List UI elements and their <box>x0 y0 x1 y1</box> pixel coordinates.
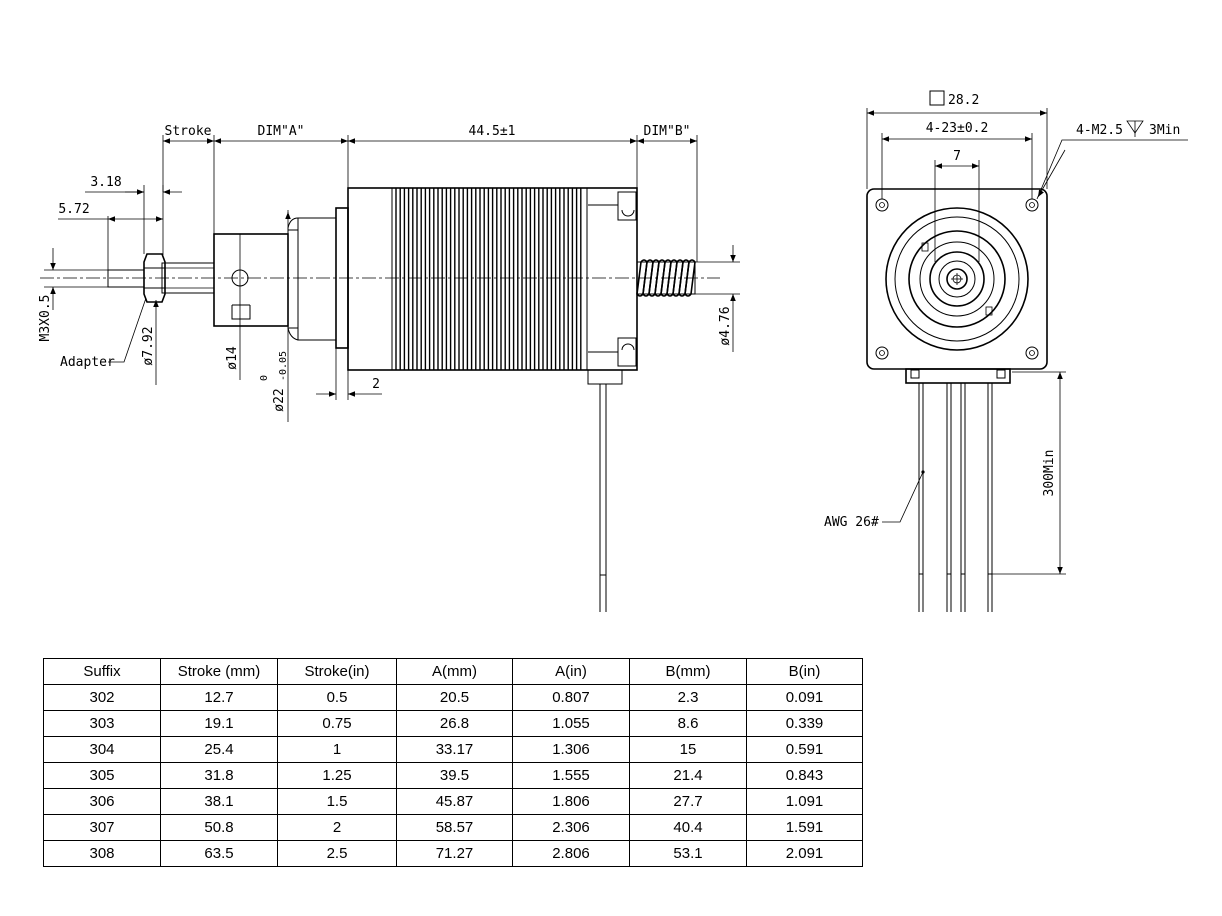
boss-dim-label: 7 <box>953 149 961 164</box>
lead-screw-thread <box>636 259 696 297</box>
table-cell: 8.6 <box>629 710 747 737</box>
col-suffix: Suffix <box>43 658 161 685</box>
mount-hole-tl <box>875 198 889 212</box>
col-a-mm: A(mm) <box>396 658 513 685</box>
table-cell: 1.055 <box>512 710 630 737</box>
dim-length-label: 44.5±1 <box>469 124 516 139</box>
dim-572-label: 5.72 <box>58 202 89 217</box>
table-cell: 0.843 <box>746 762 863 789</box>
table-cell: 308 <box>43 840 161 867</box>
table-cell: 0.5 <box>277 684 397 711</box>
table-cell: 38.1 <box>160 788 278 815</box>
dia-792-label: ø7.92 <box>141 326 156 365</box>
col-stroke-mm: Stroke (mm) <box>160 658 278 685</box>
table-cell: 0.591 <box>746 736 863 763</box>
table-cell: 20.5 <box>396 684 513 711</box>
table-cell: 307 <box>43 814 161 841</box>
mount-holes-label: 4-M2.5 <box>1076 123 1123 138</box>
table-cell: 1.091 <box>746 788 863 815</box>
table-cell: 33.17 <box>396 736 513 763</box>
col-a-in: A(in) <box>512 658 630 685</box>
dia-22-label: ø22 <box>272 388 287 411</box>
table-cell: 40.4 <box>629 814 747 841</box>
table-header-row: Suffix Stroke (mm) Stroke(in) A(mm) A(in… <box>43 658 863 685</box>
table-cell: 21.4 <box>629 762 747 789</box>
side-view: Stroke DIM"A" 44.5±1 DIM"B" 3.18 5.72 M3… <box>38 124 740 612</box>
square-dim-label: 28.2 <box>948 93 979 108</box>
wire-gauge-label: AWG 26# <box>824 515 879 530</box>
table-cell: 302 <box>43 684 161 711</box>
dim-318-label: 3.18 <box>90 175 121 190</box>
table-cell: 0.091 <box>746 684 863 711</box>
col-stroke-in: Stroke(in) <box>277 658 397 685</box>
table-cell: 0.75 <box>277 710 397 737</box>
hole-spacing-label: 4-23±0.2 <box>926 121 989 136</box>
table-cell: 2.806 <box>512 840 630 867</box>
mount-depth-label: 3Min <box>1149 123 1180 138</box>
table-cell: 31.8 <box>160 762 278 789</box>
table-cell: 63.5 <box>160 840 278 867</box>
lead-wires <box>918 383 993 612</box>
dim-2-label: 2 <box>372 377 380 392</box>
table-cell: 15 <box>629 736 747 763</box>
dim-b-label: DIM"B" <box>644 124 691 139</box>
dia-22-tol-lower: -0.05 <box>278 351 289 381</box>
dia-22-tol-upper: 0 <box>259 375 270 381</box>
table-cell: 26.8 <box>396 710 513 737</box>
front-view: 28.2 4-23±0.2 7 4-M2.5 3Min AWG 26# 300M… <box>824 90 1188 612</box>
col-b-mm: B(mm) <box>629 658 747 685</box>
adapter-label: Adapter <box>60 355 115 370</box>
table-cell: 305 <box>43 762 161 789</box>
table-cell: 50.8 <box>160 814 278 841</box>
table-cell: 304 <box>43 736 161 763</box>
table-cell: 306 <box>43 788 161 815</box>
col-b-in: B(in) <box>746 658 863 685</box>
table-cell: 19.1 <box>160 710 278 737</box>
motor-fins <box>395 188 582 370</box>
table-cell: 1.555 <box>512 762 630 789</box>
table-cell: 1 <box>277 736 397 763</box>
table-cell: 2 <box>277 814 397 841</box>
table-cell: 1.25 <box>277 762 397 789</box>
table-cell: 71.27 <box>396 840 513 867</box>
mount-hole-bl <box>875 346 889 360</box>
thread-m3-label: M3X0.5 <box>38 295 53 342</box>
table-cell: 1.806 <box>512 788 630 815</box>
table-cell: 12.7 <box>160 684 278 711</box>
table-cell: 2.5 <box>277 840 397 867</box>
table-cell: 45.87 <box>396 788 513 815</box>
table-cell: 1.591 <box>746 814 863 841</box>
mount-hole-tr <box>1025 198 1039 212</box>
dia-14-label: ø14 <box>225 346 240 370</box>
table-cell: 27.7 <box>629 788 747 815</box>
lead-length-label: 300Min <box>1042 450 1057 497</box>
table-cell: 2.091 <box>746 840 863 867</box>
table-cell: 58.57 <box>396 814 513 841</box>
motor-drawing: Stroke DIM"A" 44.5±1 DIM"B" 3.18 5.72 M3… <box>38 90 1188 612</box>
table-cell: 303 <box>43 710 161 737</box>
table-cell: 39.5 <box>396 762 513 789</box>
table-cell: 0.339 <box>746 710 863 737</box>
table-cell: 1.5 <box>277 788 397 815</box>
table-cell: 2.3 <box>629 684 747 711</box>
spec-table: Suffix Stroke (mm) Stroke(in) A(mm) A(in… <box>43 658 863 867</box>
table-cell: 1.306 <box>512 736 630 763</box>
dim-a-label: DIM"A" <box>258 124 305 139</box>
table-cell: 2.306 <box>512 814 630 841</box>
dia-476-label: ø4.76 <box>718 306 733 345</box>
mount-hole-br <box>1025 346 1039 360</box>
table-cell: 25.4 <box>160 736 278 763</box>
table-cell: 53.1 <box>629 840 747 867</box>
table-cell: 0.807 <box>512 684 630 711</box>
dim-stroke-label: Stroke <box>165 124 212 139</box>
